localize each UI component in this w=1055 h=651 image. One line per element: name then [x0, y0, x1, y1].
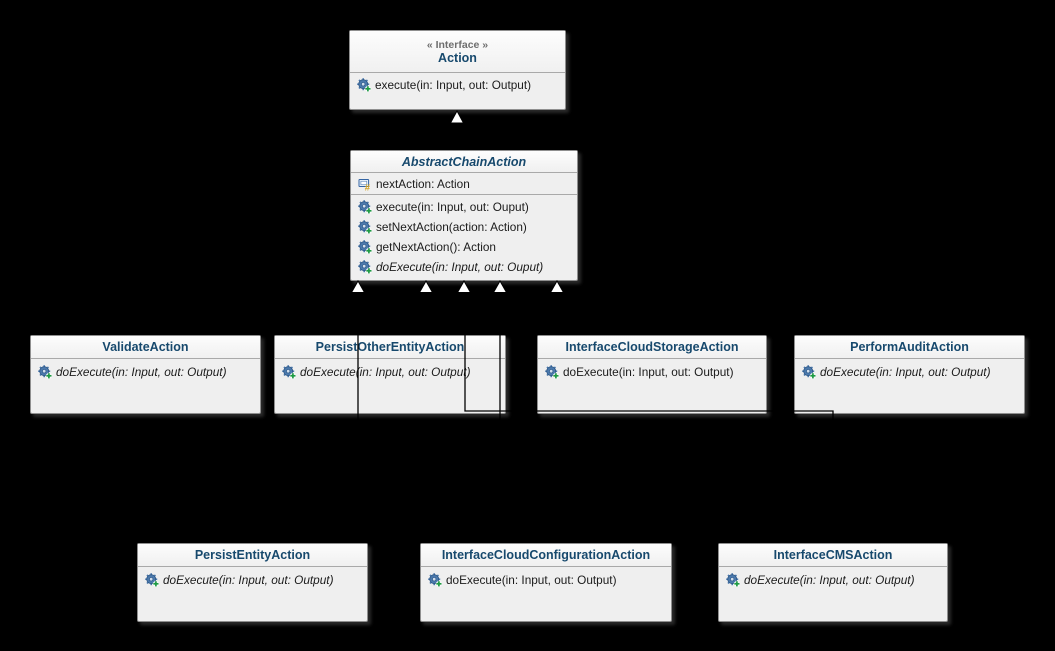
class-box-performauditaction[interactable]: PerformAuditAction doExecute(in: Input, …: [794, 335, 1025, 414]
methods-compartment: doExecute(in: Input, out: Output): [421, 567, 671, 590]
generalization-edge-performauditaction[interactable]: [556, 292, 911, 335]
method-label: doExecute(in: Input, out: Output): [446, 573, 617, 587]
class-box-validateaction[interactable]: ValidateAction doExecute(in: Input, out:…: [30, 335, 261, 414]
class-title: Action: [438, 50, 477, 65]
operation-icon: [357, 78, 371, 92]
operation-icon: [38, 365, 52, 379]
method-row[interactable]: getNextAction(): Action: [351, 237, 577, 257]
method-label: doExecute(in: Input, out: Output): [56, 365, 227, 379]
method-row[interactable]: doExecute(in: Input, out: Output): [719, 570, 947, 590]
operation-icon: [282, 365, 296, 379]
class-box-interfacecmsaction[interactable]: InterfaceCMSAction doExecute(in: Input, …: [718, 543, 948, 622]
operation-icon: [358, 260, 372, 274]
operation-icon: [545, 365, 559, 379]
method-label: execute(in: Input, out: Output): [375, 78, 532, 92]
method-label: doExecute(in: Input, out: Ouput): [376, 260, 544, 274]
class-title: ValidateAction: [102, 340, 189, 354]
operation-icon: [145, 573, 159, 587]
methods-compartment: doExecute(in: Input, out: Output): [31, 359, 260, 382]
protected-field-icon: [358, 177, 372, 191]
class-title: InterfaceCloudConfigurationAction: [441, 548, 651, 562]
generalization-edge-persistentityaction[interactable]: [251, 292, 359, 543]
attribute-row[interactable]: nextAction: Action: [351, 173, 577, 194]
class-box-interfacecloudstorageaction[interactable]: InterfaceCloudStorageAction doExecute(in…: [537, 335, 767, 414]
class-header: « Interface » Action: [350, 31, 565, 73]
class-title: AbstractChainAction: [401, 154, 527, 169]
class-header: InterfaceCMSAction: [719, 544, 947, 567]
methods-compartment: doExecute(in: Input, out: Output): [795, 359, 1024, 382]
class-header: AbstractChainAction: [351, 151, 577, 173]
class-title: PersistOtherEntityAction: [315, 340, 465, 354]
methods-compartment: doExecute(in: Input, out: Output): [538, 359, 766, 382]
class-header: InterfaceCloudConfigurationAction: [421, 544, 671, 567]
class-header: ValidateAction: [31, 336, 260, 359]
operation-icon: [358, 240, 372, 254]
operation-icon: [358, 200, 372, 214]
operation-icon: [726, 573, 740, 587]
class-header: PerformAuditAction: [795, 336, 1024, 359]
operation-icon: [428, 573, 442, 587]
generalization-arrowhead: [418, 279, 434, 293]
generalization-edge-interfacecloudstorageaction[interactable]: [556, 292, 653, 335]
class-header: InterfaceCloudStorageAction: [538, 336, 766, 359]
method-label: doExecute(in: Input, out: Output): [563, 365, 734, 379]
method-row[interactable]: doExecute(in: Input, out: Output): [421, 570, 671, 590]
class-box-persistentityaction[interactable]: PersistEntityAction doExecute(in: Input,…: [137, 543, 368, 622]
class-header: PersistOtherEntityAction: [275, 336, 505, 359]
operation-icon: [358, 220, 372, 234]
method-label: doExecute(in: Input, out: Output): [744, 573, 915, 587]
methods-compartment: doExecute(in: Input, out: Output): [275, 359, 505, 382]
generalization-arrowhead: [549, 279, 565, 293]
generalization-arrowhead: [492, 279, 508, 293]
methods-compartment: doExecute(in: Input, out: Output): [138, 567, 367, 590]
generalization-edge-persistotherentityaction[interactable]: [389, 292, 427, 335]
generalization-arrowhead: [350, 279, 366, 293]
method-row[interactable]: doExecute(in: Input, out: Output): [138, 570, 367, 590]
generalization-edge-interfacecmsaction[interactable]: [464, 292, 834, 543]
method-label: doExecute(in: Input, out: Output): [300, 365, 471, 379]
method-label: getNextAction(): Action: [376, 240, 496, 254]
method-label: doExecute(in: Input, out: Output): [820, 365, 991, 379]
methods-compartment: doExecute(in: Input, out: Output): [719, 567, 947, 590]
method-row[interactable]: doExecute(in: Input, out: Ouput): [351, 257, 577, 277]
methods-compartment: execute(in: Input, out: Output): [350, 75, 565, 95]
method-row[interactable]: doExecute(in: Input, out: Output): [31, 362, 260, 382]
method-row[interactable]: doExecute(in: Input, out: Output): [275, 362, 505, 382]
method-row[interactable]: execute(in: Input, out: Ouput): [351, 197, 577, 217]
class-title: InterfaceCloudStorageAction: [565, 340, 739, 354]
class-box-action[interactable]: « Interface » Action execute(in: Input, …: [349, 30, 566, 110]
generalization-arrowhead: [456, 279, 472, 293]
generalization-edge-validateaction[interactable]: [144, 292, 359, 335]
class-title: InterfaceCMSAction: [773, 548, 893, 562]
class-box-interfacecloudconfigurationaction[interactable]: InterfaceCloudConfigurationAction doExec…: [420, 543, 672, 622]
class-box-persistotherentityaction[interactable]: PersistOtherEntityAction doExecute(in: I…: [274, 335, 506, 414]
method-label: doExecute(in: Input, out: Output): [163, 573, 334, 587]
class-box-abstractchainaction[interactable]: AbstractChainAction nextAction: Action e…: [350, 150, 578, 281]
method-row[interactable]: setNextAction(action: Action): [351, 217, 577, 237]
method-row[interactable]: doExecute(in: Input, out: Output): [795, 362, 1024, 382]
methods-compartment: execute(in: Input, out: Ouput) setNextAc…: [351, 195, 577, 277]
attribute-label: nextAction: Action: [376, 176, 470, 191]
method-row[interactable]: doExecute(in: Input, out: Output): [538, 362, 766, 382]
realization-arrowhead: [449, 109, 465, 124]
generalization-edge-interfacecloudconfigurationaction[interactable]: [499, 292, 547, 543]
method-label: setNextAction(action: Action): [376, 220, 527, 234]
method-label: execute(in: Input, out: Ouput): [376, 200, 529, 214]
stereotype-label: « Interface »: [426, 38, 489, 51]
attributes-compartment: nextAction: Action: [351, 173, 577, 195]
operation-icon: [802, 365, 816, 379]
class-title: PerformAuditAction: [850, 340, 969, 354]
method-row[interactable]: execute(in: Input, out: Output): [350, 75, 565, 95]
class-header: PersistEntityAction: [138, 544, 367, 567]
class-title: PersistEntityAction: [194, 548, 311, 562]
